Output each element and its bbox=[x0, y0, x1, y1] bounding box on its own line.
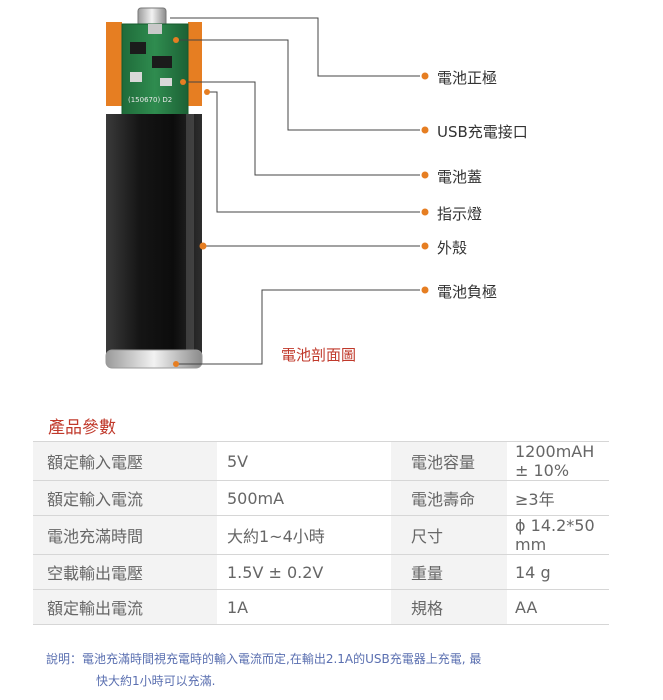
dot-case-start bbox=[199, 242, 207, 250]
spec-value: 大約1~4小時 bbox=[217, 515, 391, 555]
callout-usb-port: USB充電接口 bbox=[437, 123, 528, 141]
chip-3 bbox=[130, 72, 142, 82]
dot-cap-end bbox=[421, 171, 429, 179]
pcb-text: (150670) D2 bbox=[128, 96, 172, 104]
battery-cross-section-diagram: (150670) D2 bbox=[105, 7, 429, 369]
note-text: 說明：電池充滿時間視充電時的輸入電流而定,在輸出2.1A的USB充電器上充電, … bbox=[46, 648, 606, 692]
callout-negative-terminal: 電池負極 bbox=[437, 283, 498, 301]
spec-value: 1.5V ± 0.2V bbox=[217, 554, 391, 590]
spec-key: 額定輸入電流 bbox=[33, 480, 217, 516]
spec-value: 14 g bbox=[507, 554, 609, 590]
spec-title: 產品參數 bbox=[48, 418, 116, 438]
spec-value: ≥3年 bbox=[507, 480, 609, 516]
leader-positive bbox=[170, 17, 420, 77]
dot-usb-start bbox=[173, 37, 179, 43]
battery-cap-right bbox=[188, 22, 202, 106]
spec-value: 500mA bbox=[217, 480, 391, 516]
diagram-caption: 電池剖面圖 bbox=[281, 346, 357, 364]
usb-port bbox=[148, 24, 162, 34]
spec-key: 額定輸出電流 bbox=[33, 589, 217, 625]
chip-4 bbox=[160, 78, 172, 86]
table-row: 額定輸出電流 1A 規格 AA bbox=[33, 589, 609, 625]
spec-value: 5V bbox=[217, 441, 391, 481]
note-line-2: 快大約1小時可以充滿. bbox=[96, 674, 216, 688]
dot-negative-start bbox=[173, 361, 179, 367]
callout-indicator: 指示燈 bbox=[437, 205, 483, 223]
negative-terminal bbox=[105, 349, 203, 369]
table-row: 電池充滿時間 大約1~4小時 尺寸 ϕ 14.2*50 mm bbox=[33, 515, 609, 555]
spec-key: 額定輸入電壓 bbox=[33, 441, 217, 481]
body-highlight bbox=[186, 114, 194, 356]
spec-key: 電池容量 bbox=[391, 441, 507, 481]
spec-key: 重量 bbox=[391, 554, 507, 590]
callout-positive-terminal: 電池正極 bbox=[437, 69, 498, 87]
dot-indicator-start bbox=[204, 89, 210, 95]
spec-key: 電池充滿時間 bbox=[33, 515, 217, 555]
dot-case-end bbox=[421, 242, 429, 250]
callout-case: 外殼 bbox=[437, 239, 468, 257]
chip-2 bbox=[152, 56, 172, 68]
table-row: 額定輸入電流 500mA 電池壽命 ≥3年 bbox=[33, 480, 609, 516]
dot-indicator-end bbox=[421, 208, 429, 216]
note-line-1: 說明：電池充滿時間視充電時的輸入電流而定,在輸出2.1A的USB充電器上充電, … bbox=[46, 652, 482, 666]
table-row: 空載輸出電壓 1.5V ± 0.2V 重量 14 g bbox=[33, 554, 609, 590]
callout-battery-cap: 電池蓋 bbox=[437, 168, 483, 186]
spec-table: 額定輸入電壓 5V 電池容量 1200mAH ± 10% 額定輸入電流 500m… bbox=[33, 441, 609, 625]
battery-cap-left bbox=[106, 22, 122, 106]
spec-key: 電池壽命 bbox=[391, 480, 507, 516]
spec-value: AA bbox=[507, 589, 609, 625]
dot-negative-end bbox=[421, 286, 429, 294]
spec-key: 規格 bbox=[391, 589, 507, 625]
dot-positive-end bbox=[421, 72, 429, 80]
spec-value: 1A bbox=[217, 589, 391, 625]
leader-cap bbox=[183, 81, 420, 176]
spec-value: 1200mAH ± 10% bbox=[507, 441, 609, 481]
leader-negative bbox=[176, 289, 420, 365]
leader-indicator bbox=[207, 91, 420, 213]
spec-value: ϕ 14.2*50 mm bbox=[507, 515, 609, 555]
dot-usb-end bbox=[421, 126, 429, 134]
spec-key: 空載輸出電壓 bbox=[33, 554, 217, 590]
table-row: 額定輸入電壓 5V 電池容量 1200mAH ± 10% bbox=[33, 441, 609, 481]
leader-usb bbox=[176, 39, 420, 131]
dot-cap-start bbox=[180, 79, 186, 85]
chip-1 bbox=[130, 42, 146, 54]
spec-key: 尺寸 bbox=[391, 515, 507, 555]
